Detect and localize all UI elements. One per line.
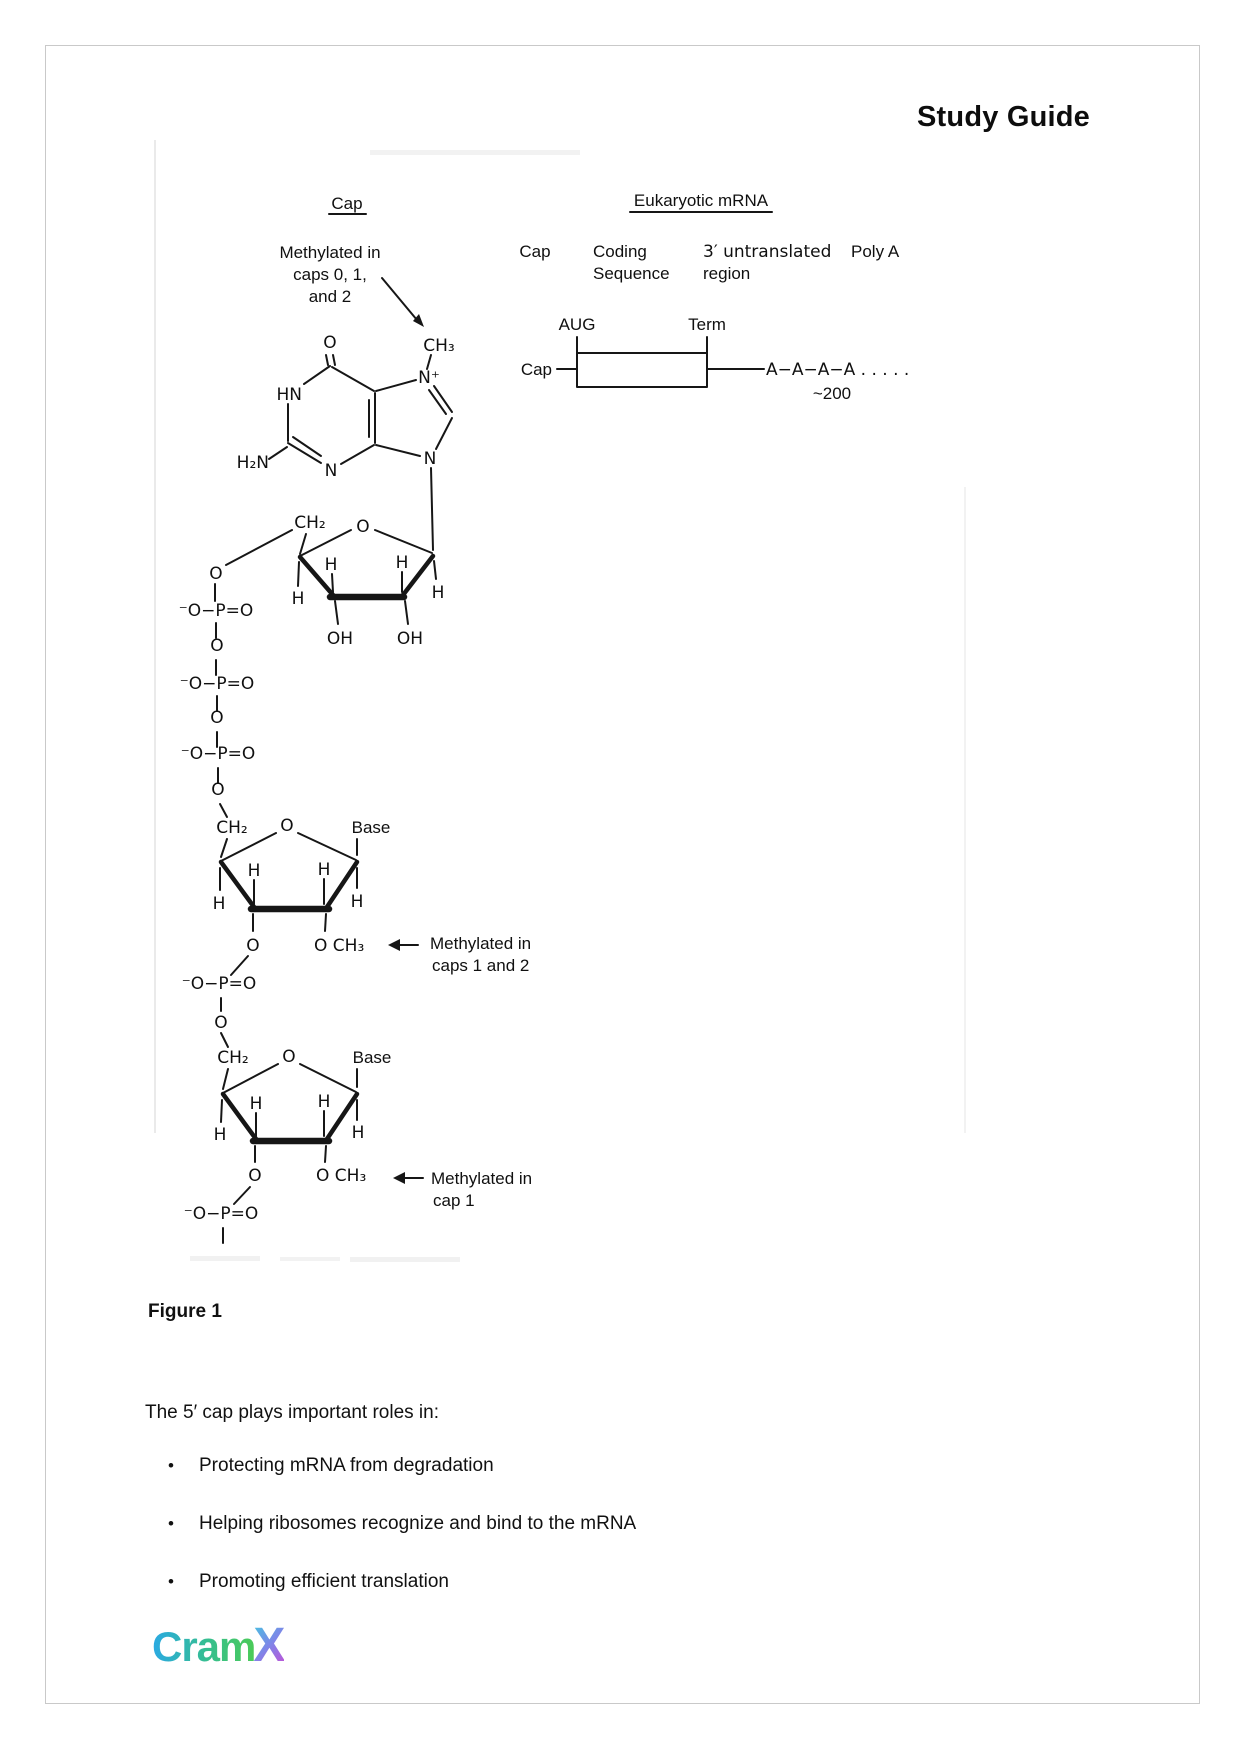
- arrow-head-icon: [393, 1172, 405, 1184]
- cap-structure: Cap Methylated in caps 0, 1, and 2 O HN …: [179, 194, 532, 1244]
- note-line: caps 0, 1,: [293, 265, 367, 284]
- atom-label-ring-o: O: [280, 816, 293, 836]
- atom-label-h: H: [248, 861, 261, 881]
- atom-label-ch2: CH₂: [217, 1048, 248, 1068]
- phosphate-group: ⁻O−P=O: [180, 674, 254, 694]
- intro-text: The 5′ cap plays important roles in:: [145, 1402, 439, 1423]
- atom-label-hn: HN: [277, 385, 303, 405]
- atom-label-n: N: [325, 461, 338, 481]
- atom-label-ch2: CH₂: [294, 513, 325, 533]
- label-3utr: region: [703, 264, 750, 283]
- purine-ring-bonds: [268, 354, 453, 551]
- list-item-text: Helping ribosomes recognize and bind to …: [199, 1513, 637, 1534]
- atom-label-h: H: [318, 1092, 331, 1112]
- label-cap: Cap: [519, 242, 550, 261]
- scan-artifacts: [154, 140, 966, 1262]
- o-ch3-group: O CH₃: [316, 1166, 366, 1186]
- logo-text-x: X: [253, 1619, 285, 1672]
- phosphate-group: ⁻O−P=O: [179, 601, 253, 621]
- atom-label-o: O: [210, 636, 223, 656]
- methylguanine-base: O HN H₂N N N⁺ N CH₃: [237, 333, 455, 551]
- atom-label-h: H: [396, 553, 409, 573]
- figure-caption: Figure 1: [148, 1301, 222, 1322]
- label-3utr: 3′ untranslated: [703, 242, 831, 262]
- atom-label-n9: N: [424, 449, 437, 469]
- polya-count: ~200: [813, 384, 851, 403]
- list-item: • Promoting efficient translation: [168, 1571, 449, 1593]
- atom-label-h: H: [325, 555, 338, 575]
- label-aug: AUG: [559, 315, 596, 334]
- atom-label-n-plus: N⁺: [418, 368, 440, 388]
- note-line: Methylated in: [431, 1169, 532, 1188]
- atom-label-h: H: [318, 860, 331, 880]
- list-item-text: Promoting efficient translation: [199, 1571, 449, 1592]
- label-coding: Coding: [593, 242, 647, 261]
- atom-label-o: O: [209, 564, 222, 584]
- label-term: Term: [688, 315, 726, 334]
- list-item-text: Protecting mRNA from degradation: [199, 1455, 494, 1476]
- phosphate-group: ⁻O−P=O: [184, 1204, 258, 1224]
- atom-label-h: H: [292, 589, 305, 609]
- atom-label-o: O: [246, 936, 259, 956]
- atom-label-h: H: [351, 892, 364, 912]
- page-border: [45, 45, 1200, 1704]
- atom-label-o: O: [248, 1166, 261, 1186]
- atom-label-o: O: [323, 333, 336, 353]
- note-line: caps 1 and 2: [432, 956, 529, 975]
- mrna-title: Eukaryotic mRNA: [634, 191, 769, 210]
- atom-label-h: H: [214, 1125, 227, 1145]
- note-line: and 2: [309, 287, 352, 306]
- atom-label-o: O: [210, 708, 223, 728]
- base-label: Base: [353, 1048, 392, 1067]
- atom-label-h2n: H₂N: [237, 453, 269, 473]
- note-line: cap 1: [433, 1191, 475, 1210]
- note-methylated-caps-012: Methylated in caps 0, 1, and 2: [279, 243, 424, 327]
- note-arrow-line: [381, 277, 418, 321]
- note-line: Methylated in: [430, 934, 531, 953]
- coding-sequence-box: [576, 352, 708, 388]
- nucleotide-3: CH₂ O Base H H H H O O CH₃: [184, 1047, 532, 1244]
- mrna-schematic: Eukaryotic mRNA Cap Coding Sequence 3′ u…: [519, 191, 909, 403]
- atom-label-ch2: CH₂: [216, 818, 247, 838]
- atom-label-o: O: [214, 1013, 227, 1033]
- base-label: Base: [352, 818, 391, 837]
- atom-label-oh: OH: [397, 629, 423, 649]
- note-line: Methylated in: [279, 243, 380, 262]
- cap-section-title: Cap: [331, 194, 362, 213]
- atom-label-h: H: [352, 1123, 365, 1143]
- cramx-logo: CramX: [152, 1618, 285, 1673]
- triphosphate-chain: O ⁻O−P=O O ⁻O−P=O O ⁻O−P=O O: [179, 564, 255, 818]
- label-coding: Sequence: [593, 264, 670, 283]
- atom-label-ch3: CH₃: [423, 336, 454, 356]
- atom-label-ring-o: O: [282, 1047, 295, 1067]
- atom-label-h: H: [432, 583, 445, 603]
- atom-label-oh: OH: [327, 629, 353, 649]
- atom-label-o: O: [211, 780, 224, 800]
- phosphate-group: ⁻O−P=O: [182, 974, 256, 994]
- list-item: • Helping ribosomes recognize and bind t…: [168, 1513, 636, 1535]
- atom-label-ring-o: O: [356, 517, 369, 537]
- phosphate-group: ⁻O−P=O: [181, 744, 255, 764]
- ribose-m7g: CH₂ O H H H H OH OH: [225, 513, 445, 649]
- label-polya: Poly A: [851, 242, 900, 261]
- atom-label-h: H: [213, 894, 226, 914]
- arrow-head-icon: [388, 939, 400, 951]
- bullet-icon: •: [168, 1572, 174, 1591]
- list-item: • Protecting mRNA from degradation: [168, 1455, 494, 1477]
- polya-tail: A−A−A−A . . . . .: [766, 360, 909, 380]
- logo-text-cram: Cram: [152, 1623, 256, 1670]
- arrow-head-icon: [413, 314, 424, 327]
- nucleotide-2: CH₂ O Base H H H H O O CH₃: [182, 816, 531, 1048]
- bullet-icon: •: [168, 1456, 174, 1475]
- atom-label-h: H: [250, 1094, 263, 1114]
- page-title: Study Guide: [917, 101, 1090, 134]
- label-cap-left: Cap: [521, 360, 552, 379]
- bullet-icon: •: [168, 1514, 174, 1533]
- o-ch3-group: O CH₃: [314, 936, 364, 956]
